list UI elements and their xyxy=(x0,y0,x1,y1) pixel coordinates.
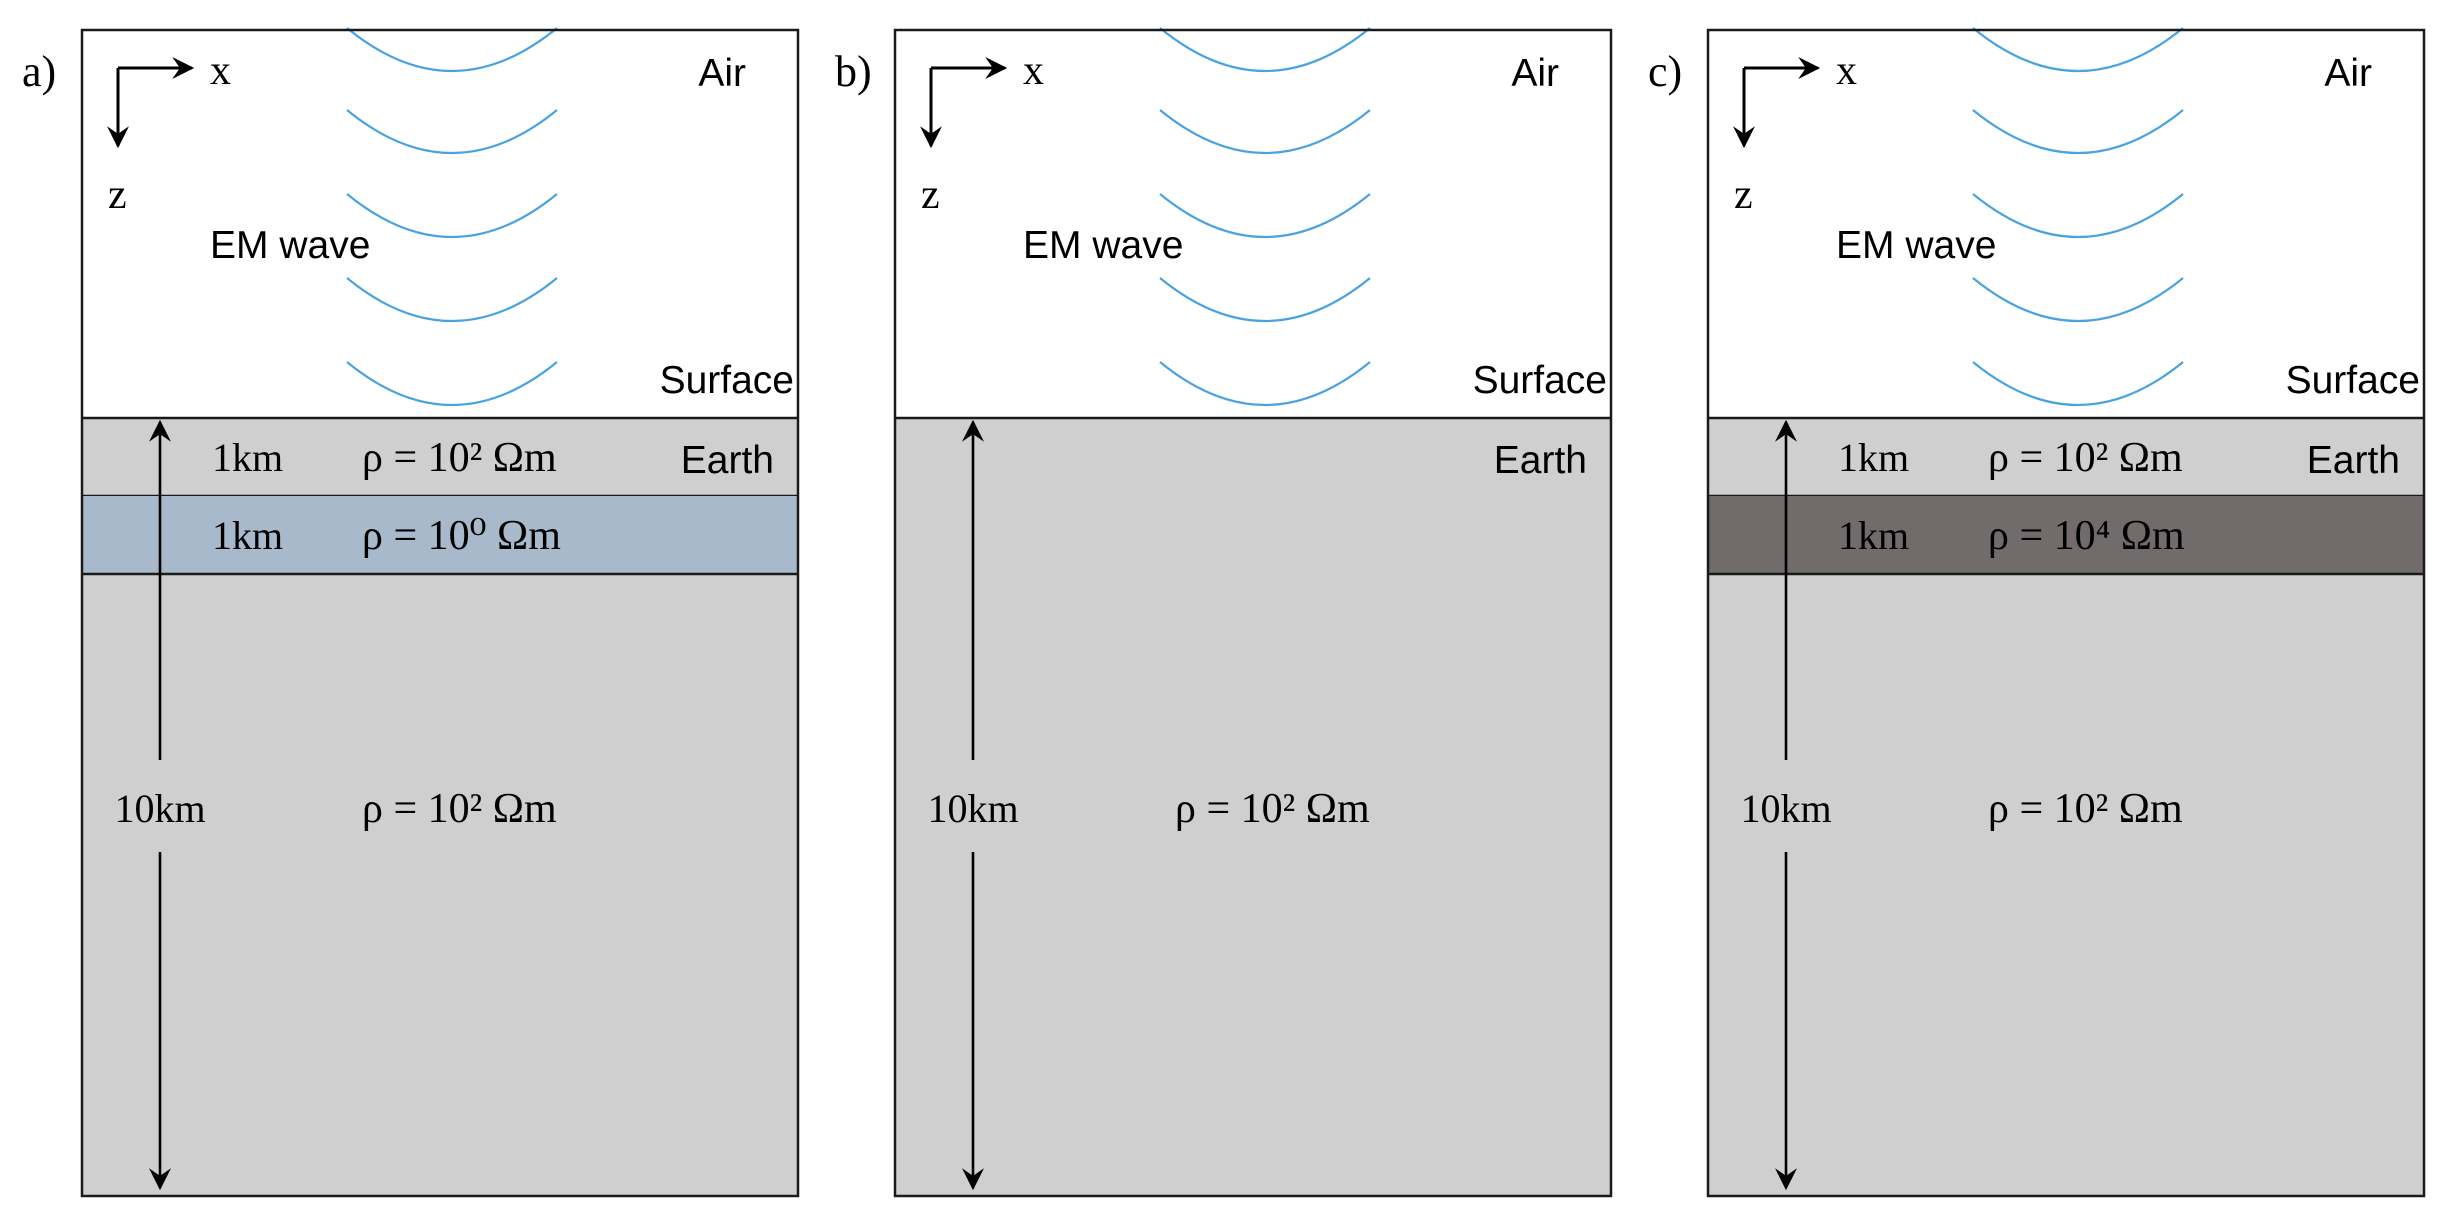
layer-thickness-label: 1km xyxy=(1838,513,1909,558)
em-wavefront-1 xyxy=(1972,27,2184,73)
surface-label: Surface xyxy=(660,359,794,402)
earth-label: Earth xyxy=(2307,439,2400,482)
x-axis-label: x xyxy=(1836,48,1857,94)
panel-tag: b) xyxy=(835,47,872,96)
panel-frame xyxy=(893,28,1613,1198)
em-wavefront-2 xyxy=(346,109,558,155)
air-region xyxy=(82,30,798,418)
layer-1 xyxy=(1708,418,2424,496)
em-wavefront-4 xyxy=(1159,277,1371,323)
layer-2 xyxy=(1708,496,2424,574)
z-axis-label: z xyxy=(921,172,940,218)
layer-resistivity-label: ρ = 10⁴ Ωm xyxy=(1988,513,2185,559)
em-wavefront-2 xyxy=(1159,109,1371,155)
layer-thickness-label: 1km xyxy=(1838,435,1909,480)
background-resistivity-label: ρ = 10² Ωm xyxy=(1175,786,1370,832)
layer-resistivity-label: ρ = 10² Ωm xyxy=(362,435,557,481)
em-wavefront-4 xyxy=(346,277,558,323)
air-label: Air xyxy=(2324,52,2372,95)
layer-resistivity-label: ρ = 10² Ωm xyxy=(1988,435,2183,481)
layer-thickness-label: 1km xyxy=(212,513,283,558)
z-axis-label: z xyxy=(108,172,127,218)
background-resistivity-label: ρ = 10² Ωm xyxy=(362,786,557,832)
em-wavefront-5 xyxy=(1159,361,1371,407)
layer-thickness-label: 1km xyxy=(212,435,283,480)
panel-tag: c) xyxy=(1648,47,1682,96)
surface-label: Surface xyxy=(1473,359,1607,402)
em-wavefront-1 xyxy=(1159,27,1371,73)
x-axis-label: x xyxy=(210,48,231,94)
em-wavefront-1 xyxy=(346,27,558,73)
em-wavefront-4 xyxy=(1972,277,2184,323)
background-resistivity-label: ρ = 10² Ωm xyxy=(1988,786,2183,832)
em-wavefront-3 xyxy=(1159,193,1371,239)
em-wave-label: EM wave xyxy=(210,224,370,267)
surface-label: Surface xyxy=(2286,359,2420,402)
em-wavefront-5 xyxy=(346,361,558,407)
layer-1 xyxy=(82,418,798,496)
em-wavefront-3 xyxy=(1972,193,2184,239)
panel-frame xyxy=(1706,28,2426,1198)
earth-label: Earth xyxy=(681,439,774,482)
z-axis-label: z xyxy=(1734,172,1753,218)
earth-label: Earth xyxy=(1494,439,1587,482)
air-region xyxy=(895,30,1611,418)
earth-region xyxy=(895,418,1611,1196)
air-label: Air xyxy=(698,52,746,95)
depth-label: 10km xyxy=(114,786,205,831)
air-region xyxy=(1708,30,2424,418)
em-wavefront-2 xyxy=(1972,109,2184,155)
em-wave-label: EM wave xyxy=(1836,224,1996,267)
panel-frame xyxy=(80,28,800,1198)
em-wavefront-3 xyxy=(346,193,558,239)
panel-tag: a) xyxy=(22,47,56,96)
em-wavefront-5 xyxy=(1972,361,2184,407)
panel-c: 1km ρ = 10² Ωm 1km ρ = 10⁴ Ωm c) x z EM wave Air… xyxy=(1648,27,2426,1198)
layer-2 xyxy=(82,496,798,574)
depth-label: 10km xyxy=(1740,786,1831,831)
panel-a: 1km ρ = 10² Ωm 1km ρ = 10⁰ Ωm a) x z EM wave Air… xyxy=(22,27,800,1198)
air-label: Air xyxy=(1511,52,1559,95)
x-axis-label: x xyxy=(1023,48,1044,94)
layer-resistivity-label: ρ = 10⁰ Ωm xyxy=(362,513,561,559)
em-wave-label: EM wave xyxy=(1023,224,1183,267)
depth-label: 10km xyxy=(927,786,1018,831)
